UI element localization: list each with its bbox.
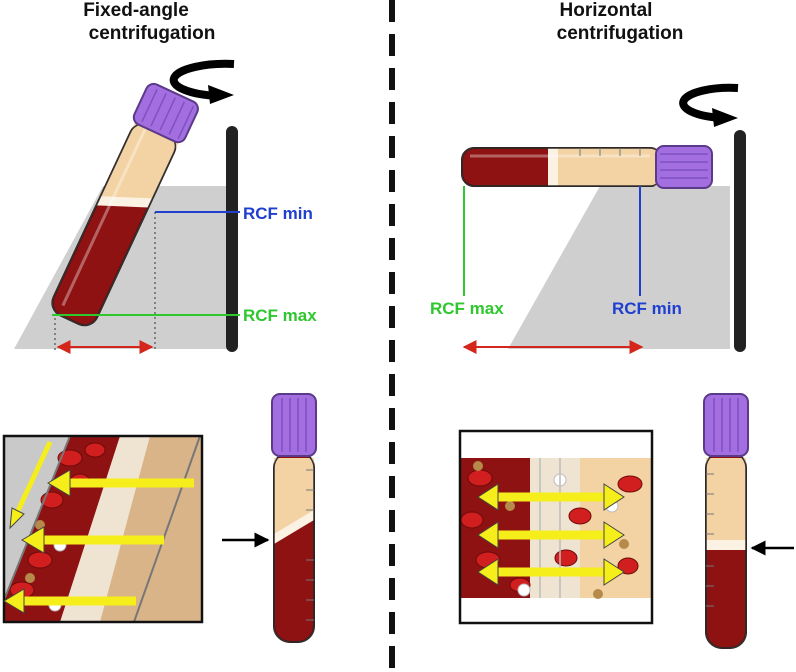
- right-title-line1: Horizontal: [560, 0, 653, 21]
- rotation-arrow-icon: [169, 59, 235, 104]
- right-platform: [508, 186, 730, 349]
- left-result-tube: [271, 393, 317, 643]
- left-rotor-axis: [226, 126, 238, 352]
- left-tube-cap: [132, 82, 199, 144]
- right-rcf-max-label: RCF max: [430, 299, 504, 318]
- left-tube-tilted: [51, 82, 199, 327]
- right-tube-horizontal: [461, 145, 713, 189]
- left-title-line2: centrifugation: [89, 23, 216, 44]
- right-rcf-min-label: RCF min: [612, 299, 682, 318]
- left-title-line1: Fixed-angle: [83, 0, 189, 21]
- left-rcf-max-label: RCF max: [243, 306, 317, 325]
- left-zoom-view: [4, 436, 202, 622]
- left-zoom-frame: [2, 434, 204, 624]
- right-rotor-axis: [734, 130, 746, 352]
- left-result-tube-cap: [271, 393, 317, 457]
- right-result-tube: [703, 393, 749, 649]
- left-migration-arrows: [3, 440, 194, 614]
- right-result-tube-cap: [703, 393, 749, 457]
- left-rcf-min-label: RCF min: [243, 204, 313, 223]
- right-tube-cap: [655, 145, 713, 189]
- right-zoom-frame: [458, 429, 654, 625]
- right-title-line2: centrifugation: [557, 23, 684, 44]
- right-migration-arrows: [477, 483, 625, 586]
- rotation-arrow-icon-right: [679, 83, 739, 127]
